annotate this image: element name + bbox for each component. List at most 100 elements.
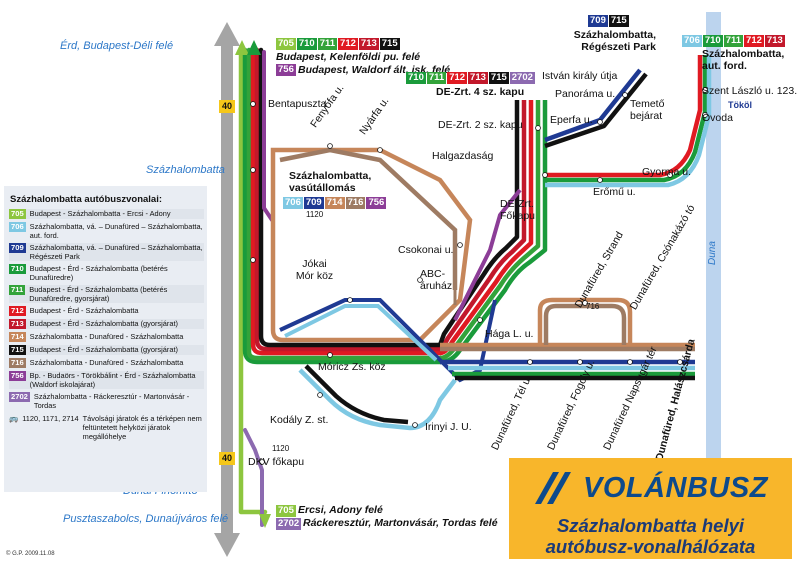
route-badge-714: 714 [324, 197, 345, 209]
stop-dkv: DKV főkapu [248, 456, 305, 468]
road-number-label-bottom: 40 [219, 452, 235, 465]
credit: © G.P. 2009.11.08 [6, 551, 55, 557]
route-badge-713: 713 [468, 72, 488, 84]
arrow-north-dark [247, 40, 261, 55]
stop-irinyi: Irinyi J. U. [425, 421, 472, 433]
river-label: Duna [707, 241, 718, 265]
route-badge-712: 712 [744, 35, 764, 47]
brown-loop [270, 147, 473, 343]
legend-text-706: Százhalombatta, vá. – Dunafüred – Százha… [29, 222, 203, 240]
top-route-badge2: 756 [276, 64, 296, 76]
stop-panorama: Panoráma u. [555, 88, 616, 100]
route-badge-709: 709 [303, 197, 324, 209]
legend-text-714: Százhalombatta - Dunafüred - Százhalomba… [29, 332, 184, 341]
road-number-label-top: 40 [219, 100, 235, 113]
dest-pusztaszabolcs: Pusztaszabolcs, Dunaújváros felé [63, 513, 229, 525]
bottom-route2-text: Ráckeresztúr, Martonvásár, Tordas felé [303, 517, 498, 529]
legend-badge-711: 711 [9, 285, 26, 295]
tokol-label: Tököl [728, 100, 752, 110]
vasutallomas-name: Százhalombatta, vasútállomás [289, 170, 372, 194]
stop-bentapuszta: Bentapuszta [268, 98, 327, 110]
legend-badge-756: 756 [9, 371, 26, 381]
dest-szazhalombatta: Százhalombatta [146, 164, 225, 176]
stop-szent-laszlo: Szent László u. 123. [702, 85, 798, 97]
vasutallomas-bus-code: 1120 [306, 210, 324, 219]
legend-text-705: Budapest - Százhalombatta - Ercsi - Adon… [29, 209, 171, 218]
route-badge-706: 706 [682, 35, 702, 47]
stop-temeto: Temető bejárat [630, 98, 665, 122]
stop-dkv-bus: 1120 [272, 444, 290, 453]
legend-text-711: Budapest - Érd - Százhalombatta (betérés… [29, 285, 168, 303]
route-badge-712: 712 [447, 72, 468, 84]
stop-ovoda: Óvoda [702, 112, 733, 124]
stop-csokonai: Csokonai u. [398, 244, 454, 256]
aut-ford-name: Százhalombatta, aut. ford. [702, 48, 785, 72]
legend-text-713: Budapest - Érd - Százhalombatta (gyorsjá… [29, 319, 178, 328]
legend-footnote: 🚌 1120, 1171, 2714 Távolsági járatok és … [9, 414, 202, 441]
legend-badge-705: 705 [9, 209, 26, 219]
legend-badge-714: 714 [9, 332, 26, 342]
volanbusz-logo-icon [535, 472, 571, 504]
route-badge-710: 710 [702, 35, 723, 47]
route-badge-710: 710 [406, 72, 426, 84]
main-bundle [238, 47, 443, 527]
legend-text-756: Bp. - Budaörs - Törökbálint - Érd - Száz… [29, 371, 196, 389]
arrow-south [259, 514, 271, 528]
legend-text-716: Százhalombatta - Dunafüred - Százhalomba… [29, 358, 184, 367]
upper-corridor [437, 55, 712, 365]
legend-text-712: Budapest - Érd - Százhalombatta [29, 306, 139, 315]
legend-badge-712: 712 [9, 306, 26, 316]
brand-panel: VOLÁNBUSZ Százhalombatta helyi autóbusz-… [509, 458, 792, 559]
bottom-route2: 2702 [276, 518, 302, 530]
brand-subtitle-1: Százhalombatta helyi [556, 515, 745, 536]
route-badge-713: 713 [358, 38, 379, 50]
legend-badge-2702: 2702 [9, 392, 30, 402]
route-badge-756: 756 [276, 64, 296, 76]
legend-text-709: Százhalombatta, vá. – Dunafüred – Százha… [29, 243, 203, 261]
legend-badge-706: 706 [9, 222, 26, 232]
dezrt4-name: DE-Zrt. 4 sz. kapu [436, 86, 525, 98]
legend-badge-713: 713 [9, 319, 26, 329]
route-badge-716: 716 [345, 197, 366, 209]
stop-tokol: Tököl [728, 100, 752, 110]
stop-halgazdasag: Halgazdaság [432, 150, 494, 162]
route-badge-715: 715 [608, 15, 629, 27]
river-duna [706, 12, 721, 460]
route-badge-715: 715 [379, 38, 400, 50]
route-badge-711: 711 [723, 35, 744, 47]
legend-badge-716: 716 [9, 358, 26, 368]
stop-abc: ABC-áruház [420, 268, 453, 292]
legend-text-710: Budapest - Érd - Százhalombatta (betérés… [29, 264, 168, 282]
stop-kodaly: Kodály Z. st. [270, 414, 329, 426]
route-badge-705: 705 [276, 38, 296, 50]
stop-haga: Hága L. u. [485, 328, 534, 340]
stop-dezrt2: DE-Zrt. 2 sz. kapu [438, 119, 523, 131]
route-badge-2702: 2702 [509, 72, 535, 84]
dest-erd-budapest: Érd, Budapest-Déli felé [60, 40, 174, 52]
route-badge-706: 706 [283, 197, 303, 209]
stop-dezrt-fokapu: DE-Zrt. Főkapu [500, 198, 536, 222]
route-badge-705: 705 [276, 505, 296, 517]
bottom-route1-text: Ercsi, Adony felé [298, 504, 383, 516]
arrow-north-green [235, 40, 249, 55]
legend-footnote-text: Távolsági járatok és a térképen nem felt… [82, 414, 202, 441]
route-badge-712: 712 [338, 38, 358, 50]
route-badge-2702: 2702 [276, 518, 302, 530]
stop-eperfa: Eperfa u. [550, 114, 593, 126]
route-badge-710: 710 [296, 38, 317, 50]
legend-badge-709: 709 [9, 243, 26, 253]
